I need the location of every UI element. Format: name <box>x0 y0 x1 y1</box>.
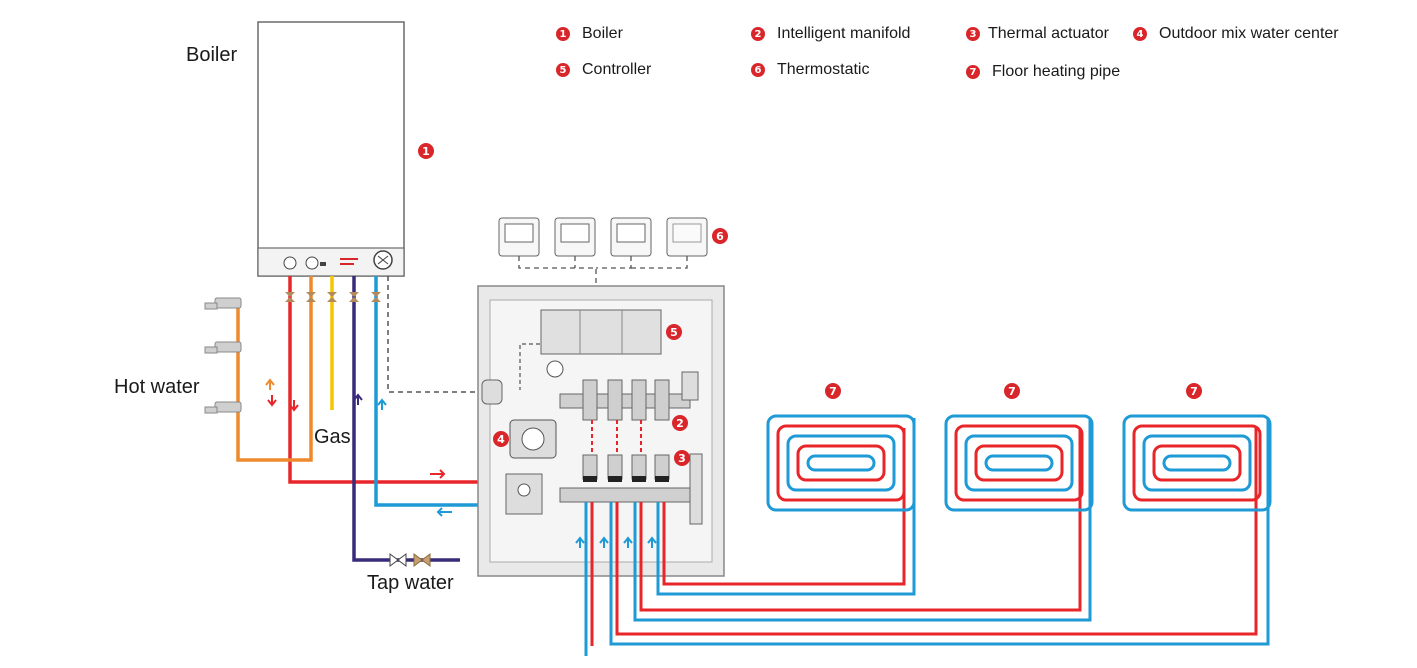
tap-water-label: Tap water <box>367 572 454 594</box>
legend-label: Thermal actuator <box>988 25 1109 42</box>
legend-item-1: 1 Boiler <box>556 25 623 43</box>
mix-center-marker: 4 <box>493 431 509 447</box>
legend-item-5: 5 Controller <box>556 61 651 79</box>
boiler-label: Boiler <box>186 44 238 66</box>
legend-number: 7 <box>966 65 980 79</box>
legend-number: 5 <box>556 63 570 77</box>
loop-marker-1: 7 <box>825 383 841 399</box>
legend-number: 2 <box>751 27 765 41</box>
legend-item-7: 7 Floor heating pipe <box>966 63 1120 81</box>
legend-number: 1 <box>556 27 570 41</box>
thermostats <box>498 217 708 286</box>
loop-marker-2: 7 <box>1004 383 1020 399</box>
boiler-marker: 1 <box>418 143 434 159</box>
controller-marker: 5 <box>666 324 682 340</box>
legend-label: Floor heating pipe <box>992 63 1121 80</box>
legend-label: Outdoor mix water center <box>1159 25 1339 42</box>
gas-label: Gas <box>314 426 351 448</box>
floor-loop-2 <box>944 414 1094 512</box>
hot-water-label: Hot water <box>114 376 200 398</box>
boiler-unit <box>257 21 405 277</box>
boiler-valves <box>285 292 381 302</box>
floor-loop-1 <box>766 414 916 512</box>
legend-item-3: 3 Thermal actuator <box>966 25 1109 43</box>
floor-heating-loops <box>766 414 1272 512</box>
manifold-cabinet <box>477 285 725 577</box>
loop-marker-3: 7 <box>1186 383 1202 399</box>
legend-label: Controller <box>582 61 652 78</box>
floor-heating-outlets <box>584 418 1270 656</box>
legend-label: Intelligent manifold <box>777 25 911 42</box>
hot-water-taps <box>204 297 242 414</box>
legend-item-4: 4 Outdoor mix water center <box>1133 25 1339 43</box>
floor-loop-3 <box>1122 414 1272 512</box>
legend-number: 6 <box>751 63 765 77</box>
boiler-pipes <box>236 276 506 562</box>
legend-number: 4 <box>1133 27 1147 41</box>
legend-item-6: 6 Thermostatic <box>751 61 869 79</box>
thermostat-marker: 6 <box>712 228 728 244</box>
legend-label: Thermostatic <box>777 61 870 78</box>
legend-label: Boiler <box>582 25 623 42</box>
legend-item-2: 2 Intelligent manifold <box>751 25 910 43</box>
flow-arrows <box>265 378 452 517</box>
manifold-marker: 2 <box>672 415 688 431</box>
legend-number: 3 <box>966 27 980 41</box>
actuator-marker: 3 <box>674 450 690 466</box>
tap-water-valves <box>389 553 431 567</box>
